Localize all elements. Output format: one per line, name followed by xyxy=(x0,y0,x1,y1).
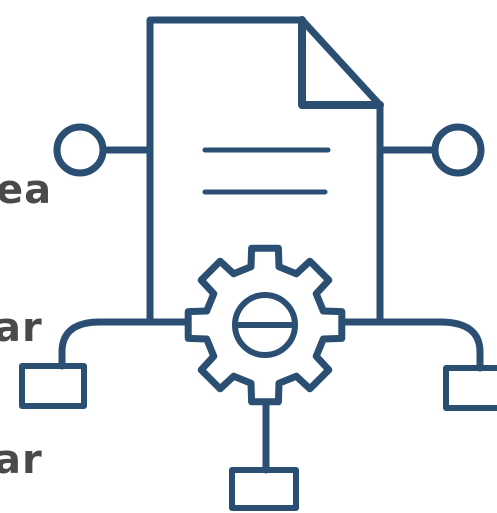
left-branch-connector xyxy=(62,322,186,366)
left-square-node-icon xyxy=(22,366,84,406)
gear-icon xyxy=(188,248,342,402)
right-branch-connector xyxy=(346,322,480,368)
right-square-node-icon xyxy=(446,368,497,408)
left-circle-node-icon xyxy=(57,127,150,173)
bottom-square-node-icon xyxy=(232,470,296,508)
right-circle-node-icon xyxy=(380,127,481,173)
